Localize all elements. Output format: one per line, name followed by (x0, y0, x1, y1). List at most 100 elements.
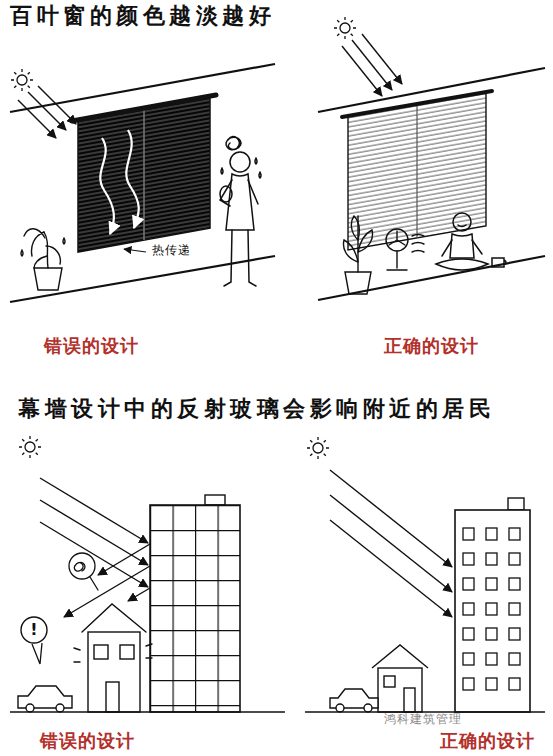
blind-divider (416, 105, 417, 238)
dark-blind (72, 95, 216, 252)
wall-line (318, 256, 545, 300)
watermark: 鸿科建筑管理 (382, 713, 464, 727)
light-blind (342, 91, 492, 250)
leader-arrow (124, 249, 146, 252)
plant-pot (34, 268, 62, 290)
house-window (384, 676, 395, 687)
sun-rays (11, 69, 33, 91)
fan-guard (386, 229, 408, 251)
bubble-text: ! (30, 621, 37, 639)
house-door (404, 688, 415, 712)
sunlight-arrow (28, 92, 66, 130)
section-heading: 百叶窗的颜色越淡越好 (10, 3, 275, 28)
sun-disc (17, 75, 27, 85)
tower-wall (455, 510, 530, 712)
legs (224, 230, 256, 286)
tea-cup (492, 258, 506, 267)
fan-stand (387, 251, 407, 270)
torso (450, 234, 474, 258)
shake-lines (74, 644, 152, 662)
relaxed-person (436, 213, 506, 270)
sunlight-arrow (362, 34, 402, 84)
plant-pot (345, 272, 371, 294)
curtain-wall (150, 505, 240, 712)
incident-rays (330, 470, 452, 617)
crossed-legs (436, 259, 488, 270)
house-roof (372, 645, 428, 668)
annotation-label: 热传递 (150, 244, 193, 258)
sweat-drops (21, 238, 65, 256)
masonry-tower (455, 498, 531, 712)
car-body (18, 686, 72, 708)
sunlight-arrows (342, 34, 402, 96)
head (453, 213, 471, 231)
house-window (94, 645, 108, 659)
car (18, 686, 72, 712)
house-door (106, 682, 119, 712)
reflected-ray (128, 588, 150, 601)
blind-panel (348, 92, 486, 250)
sun-icon (19, 436, 41, 458)
wall-line (10, 256, 275, 302)
house-wall (378, 668, 422, 712)
hot-person (220, 137, 261, 286)
incident-ray (330, 470, 452, 567)
blind-divider (143, 109, 145, 240)
glass-tower (150, 495, 240, 712)
bubble-tail (32, 643, 42, 664)
window-grid (462, 527, 531, 702)
incident-rays (40, 478, 148, 587)
verdict-label: 正确的设计 (440, 731, 535, 752)
glared-house (74, 604, 152, 712)
head (230, 152, 250, 172)
car-wheel (336, 704, 344, 712)
smile (458, 225, 466, 227)
annoyance-scribble (226, 137, 241, 150)
sun-icon (307, 437, 329, 459)
heat-wave (100, 138, 114, 234)
house-window (120, 645, 134, 659)
arms (442, 240, 482, 256)
hand-fan (220, 186, 232, 202)
healthy-plant (344, 216, 373, 294)
heat-wave (126, 130, 138, 228)
roof-box (508, 498, 524, 510)
incident-ray (330, 495, 452, 592)
exclamation-bubble: ! (20, 616, 48, 644)
car (330, 689, 378, 712)
sun-rays (334, 17, 356, 39)
verdict-label: 错误的设计 (44, 336, 139, 357)
arms (220, 180, 258, 206)
bubble-tail (90, 577, 98, 590)
sun-icon (334, 17, 356, 39)
car-wheel (26, 704, 34, 712)
sunlight-arrows (18, 86, 76, 138)
car-wheel (56, 704, 64, 712)
drooping-leaves (24, 229, 60, 268)
sweat-drops (221, 158, 261, 178)
sun-rays (19, 436, 41, 458)
house-roof (82, 604, 146, 632)
upright-leaves (344, 216, 373, 262)
fan-blades (389, 231, 405, 245)
wall-lines (10, 64, 275, 302)
annoyance-bubble (69, 553, 98, 590)
wall-lines (318, 68, 545, 300)
reflected-rays (64, 544, 150, 617)
sun-disc (340, 23, 350, 33)
electric-fan (386, 229, 424, 270)
air-flow (412, 235, 424, 253)
verdict-label: 正确的设计 (384, 336, 479, 357)
verdict-label: 错误的设计 (40, 731, 135, 752)
bubble-circle (21, 617, 47, 643)
calm-house (372, 645, 428, 712)
sun-disc (25, 442, 35, 452)
wilted-plant (21, 229, 65, 290)
sun-rays (307, 437, 329, 459)
annoyance-scribble (74, 562, 85, 571)
section-heading: 幕墙设计中的反射玻璃会影响附近的居民 (18, 396, 495, 421)
ground-line (10, 711, 285, 713)
car-wheel (364, 704, 372, 712)
